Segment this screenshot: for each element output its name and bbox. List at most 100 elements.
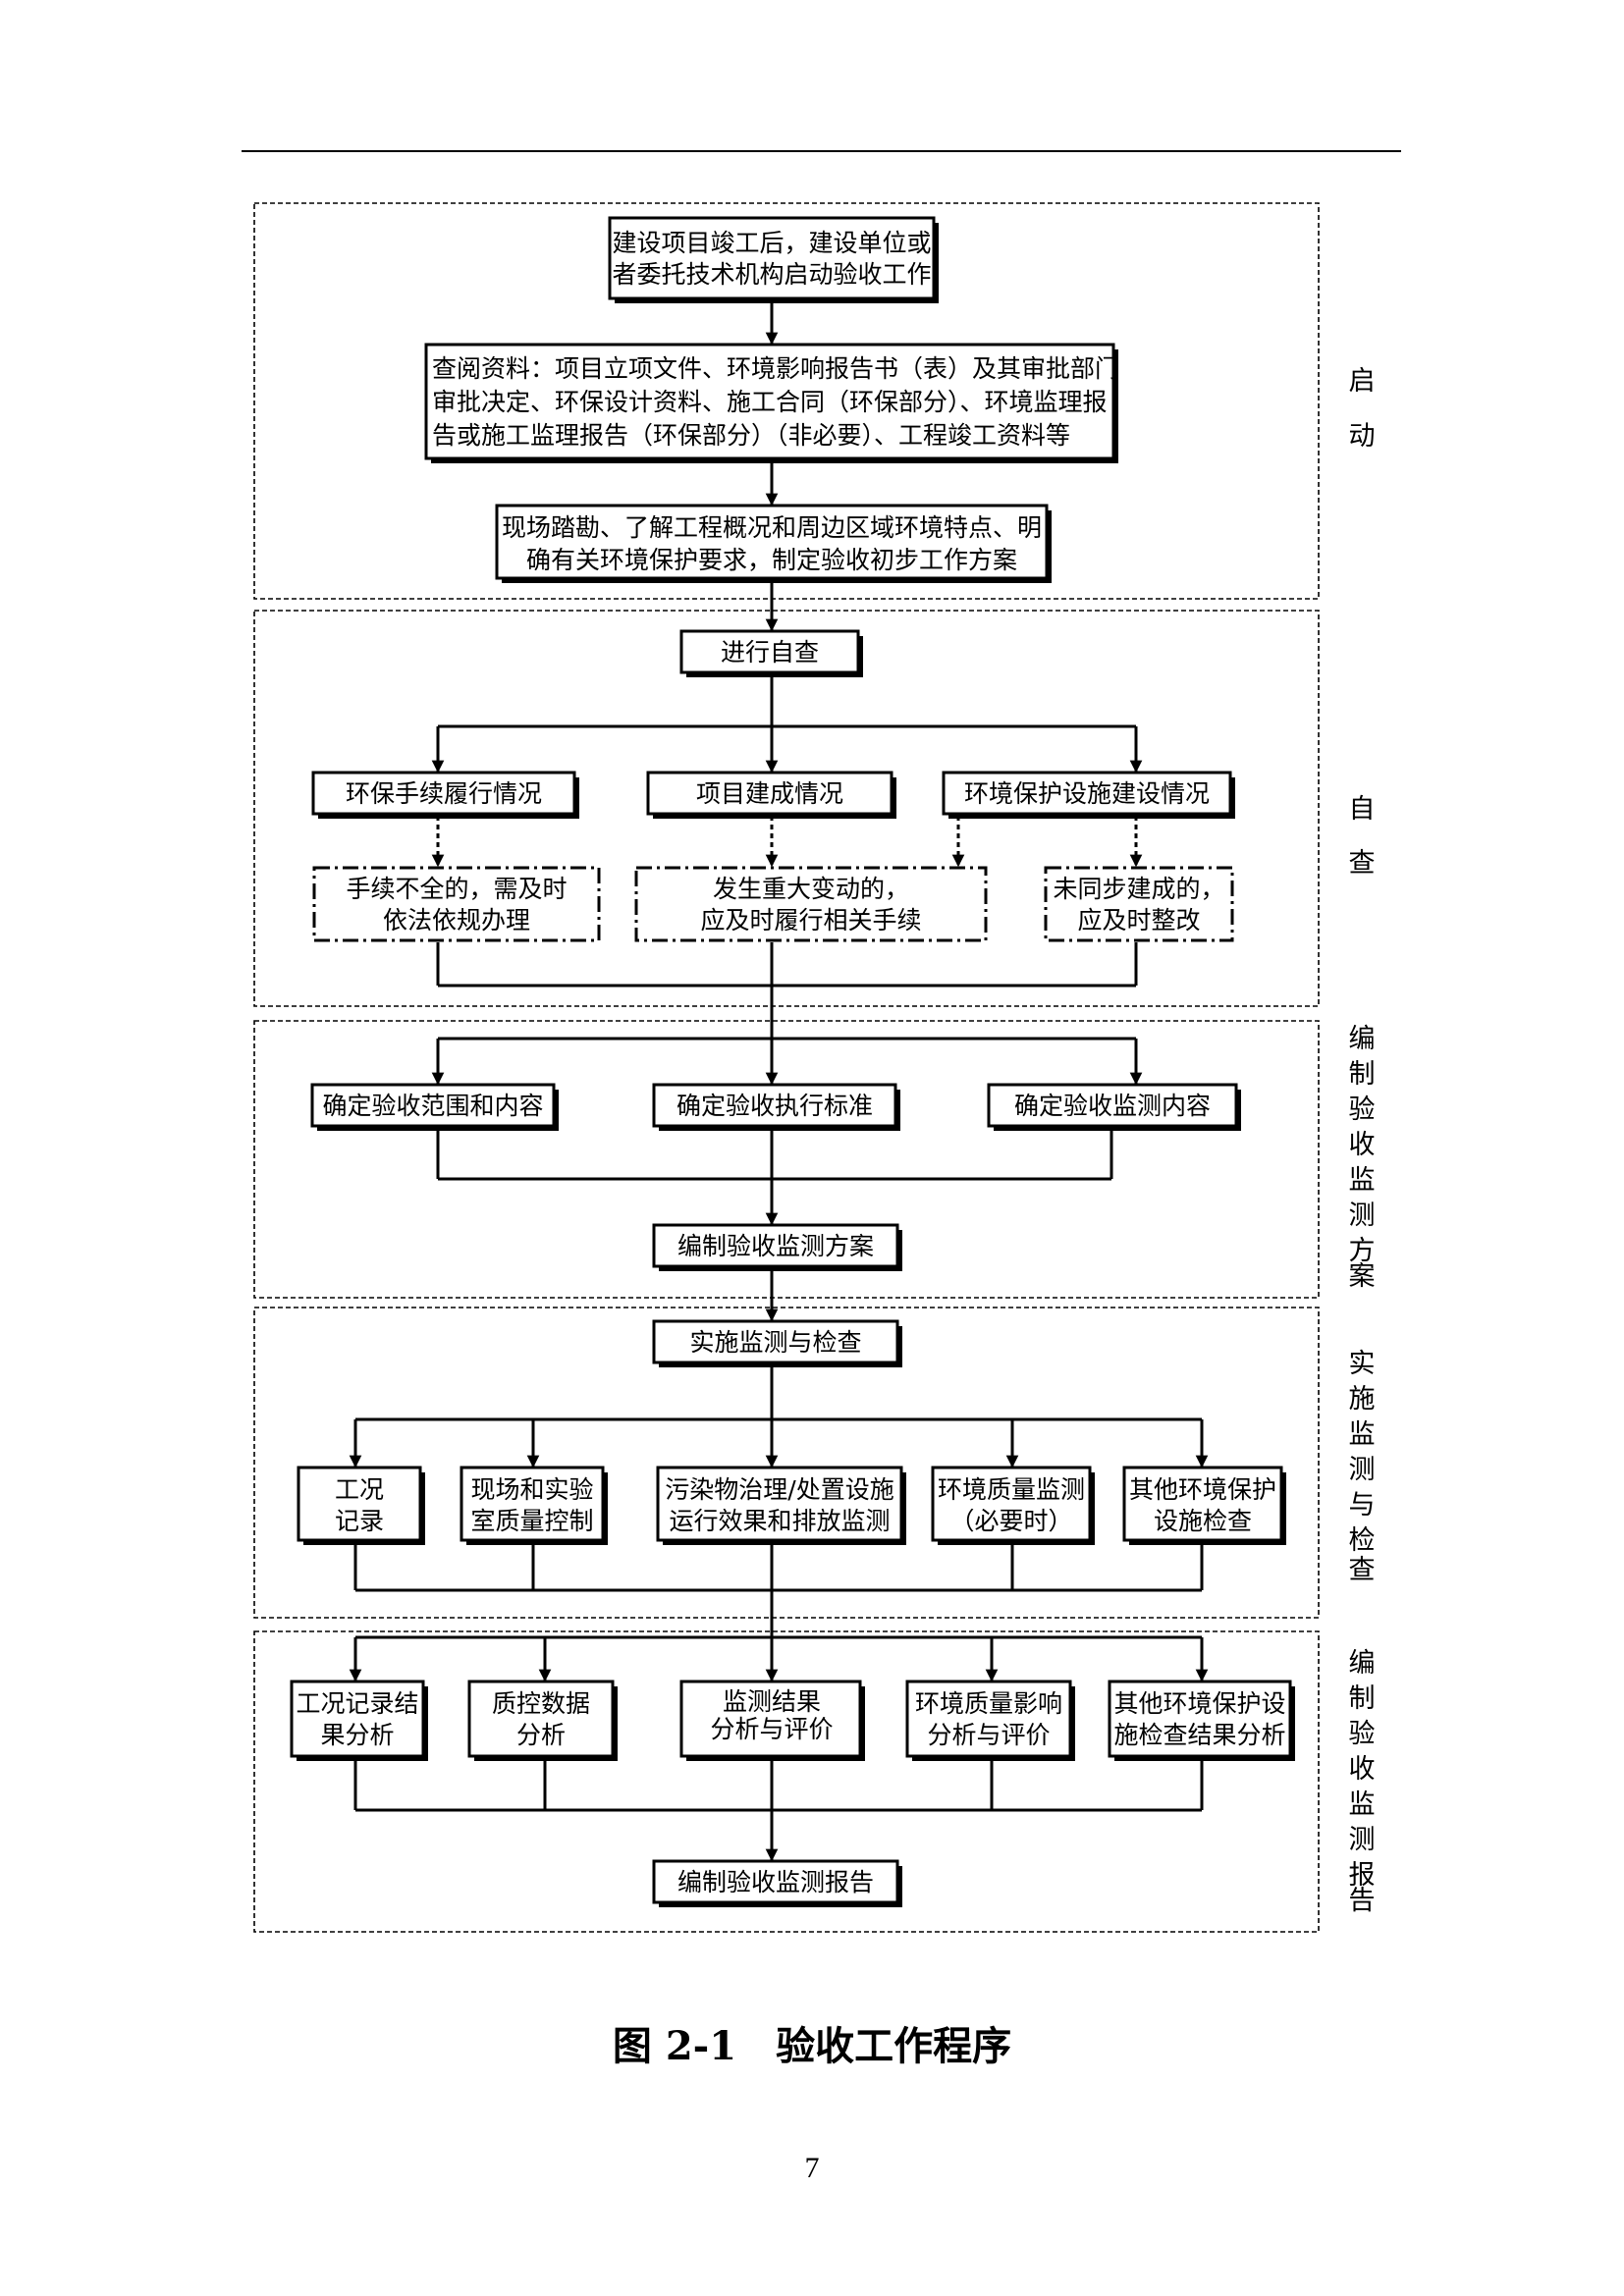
svg-text:现场和实验: 现场和实验 [470, 1475, 593, 1504]
svg-text:现场踏勘、了解工程概况和周边区域环境特点、明: 现场踏勘、了解工程概况和周边区域环境特点、明 [502, 513, 1042, 542]
svg-text:确定验收监测内容: 确定验收监测内容 [1014, 1092, 1211, 1120]
svg-text:记录: 记录 [335, 1507, 384, 1535]
section-label-startup: 启 动 [1349, 366, 1376, 452]
svg-text:查阅资料：项目立项文件、环境影响报告书（表）及其审批部门: 查阅资料：项目立项文件、环境影响报告书（表）及其审批部门 [432, 354, 1119, 383]
section-char: 施 [1349, 1384, 1376, 1415]
section-char: 制 [1349, 1059, 1376, 1090]
svg-text:环保手续履行情况: 环保手续履行情况 [346, 779, 542, 808]
svg-text:工况: 工况 [335, 1475, 384, 1504]
svg-text:应及时整改: 应及时整改 [1077, 906, 1200, 934]
svg-text:确有关环境保护要求，制定验收初步工作方案: 确有关环境保护要求，制定验收初步工作方案 [526, 546, 1017, 574]
node-selfcheck: 进行自查 [679, 629, 863, 677]
svg-text:编制验收监测报告: 编制验收监测报告 [677, 1868, 874, 1896]
section-char: 验 [1349, 1095, 1376, 1125]
node-report-env-impact: 环境质量影响 分析与评价 [905, 1680, 1075, 1761]
svg-text:项目建成情况: 项目建成情况 [696, 779, 843, 808]
section-frame-report [253, 1630, 1320, 1933]
svg-text:环境保护设施建设情况: 环境保护设施建设情况 [964, 779, 1210, 808]
section-char: 检 [1349, 1525, 1376, 1556]
section-char: 动 [1349, 421, 1376, 452]
node-implement: 实施监测与检查 [652, 1319, 902, 1367]
svg-text:运行效果和排放监测: 运行效果和排放监测 [669, 1507, 890, 1535]
node-report-results: 监测结果 分析与评价 [679, 1680, 865, 1761]
section-char: 报 [1349, 1860, 1376, 1891]
svg-text:分析与评价: 分析与评价 [710, 1715, 833, 1743]
section-char: 启 [1349, 366, 1376, 397]
node-check-construction: 项目建成情况 [646, 771, 896, 819]
svg-text:工况记录结: 工况记录结 [296, 1689, 418, 1718]
svg-text:告或施工监理报告（环保部分）（非必要）、工程竣工资料等: 告或施工监理报告（环保部分）（非必要）、工程竣工资料等 [432, 421, 1070, 450]
section-char: 查 [1349, 1555, 1376, 1585]
node-fix-procedures: 手续不全的，需及时 依法依规办理 [312, 866, 601, 942]
section-label-report: 编 制 验 收 监 测 报 告 [1349, 1648, 1376, 1916]
svg-text:发生重大变动的，: 发生重大变动的， [713, 875, 909, 903]
section-char: 制 [1349, 1683, 1376, 1714]
svg-text:分析与评价: 分析与评价 [927, 1721, 1050, 1749]
node-review: 查阅资料：项目立项文件、环境影响报告书（表）及其审批部门 审批决定、环保设计资料… [424, 343, 1119, 463]
svg-text:果分析: 果分析 [320, 1721, 394, 1749]
section-char: 告 [1349, 1886, 1376, 1916]
section-char: 测 [1349, 1201, 1376, 1231]
svg-text:污染物治理/处置设施: 污染物治理/处置设施 [665, 1475, 893, 1504]
node-monitor-conditions: 工况 记录 [297, 1466, 425, 1545]
node-start: 建设项目竣工后，建设单位或 者委托技术机构启动验收工作 [608, 216, 939, 303]
svg-text:依法依规办理: 依法依规办理 [383, 906, 530, 934]
svg-text:（必要时）: （必要时） [949, 1507, 1072, 1535]
svg-text:质控数据: 质控数据 [492, 1689, 590, 1718]
section-char: 案 [1349, 1261, 1376, 1292]
section-char: 与 [1349, 1490, 1376, 1521]
section-char: 收 [1349, 1130, 1376, 1160]
svg-text:审批决定、环保设计资料、施工合同（环保部分）、环境监理报: 审批决定、环保设计资料、施工合同（环保部分）、环境监理报 [432, 388, 1108, 416]
section-char: 监 [1349, 1419, 1376, 1450]
section-char: 验 [1349, 1719, 1376, 1749]
figure-caption: 图 2-1 验收工作程序 [612, 2023, 1012, 2069]
connectors [349, 300, 1209, 1862]
section-frame-implement [253, 1307, 1320, 1619]
svg-text:未同步建成的，: 未同步建成的， [1053, 875, 1224, 903]
section-label-implement: 实 施 监 测 与 检 查 [1349, 1349, 1376, 1585]
svg-text:设施检查: 设施检查 [1154, 1507, 1252, 1535]
page-number: 7 [804, 2152, 820, 2184]
node-report-qc: 质控数据 分析 [467, 1680, 618, 1761]
node-report: 编制验收监测报告 [652, 1859, 902, 1907]
node-report-conditions: 工况记录结 果分析 [290, 1680, 428, 1761]
section-char: 方 [1349, 1236, 1376, 1266]
section-char: 编 [1349, 1648, 1376, 1679]
svg-text:监测结果: 监测结果 [723, 1687, 821, 1716]
svg-text:确定验收范围和内容: 确定验收范围和内容 [322, 1092, 543, 1120]
section-frame-plan [253, 1020, 1320, 1299]
section-char: 收 [1349, 1754, 1376, 1785]
svg-text:环境质量监测: 环境质量监测 [938, 1475, 1085, 1504]
svg-text:施检查结果分析: 施检查结果分析 [1113, 1721, 1285, 1749]
svg-text:其他环境保护: 其他环境保护 [1129, 1475, 1276, 1504]
section-frame-selfcheck [253, 610, 1320, 1007]
svg-text:室质量控制: 室质量控制 [470, 1507, 593, 1535]
section-char: 查 [1349, 848, 1376, 879]
node-check-procedures: 环保手续履行情况 [311, 771, 579, 819]
node-monitor-other-facilities: 其他环境保护 设施检查 [1122, 1466, 1286, 1545]
svg-text:确定验收执行标准: 确定验收执行标准 [677, 1092, 873, 1120]
node-standard: 确定验收执行标准 [652, 1083, 900, 1131]
svg-text:编制验收监测方案: 编制验收监测方案 [677, 1232, 874, 1260]
node-monitor-qc: 现场和实验 室质量控制 [460, 1466, 608, 1545]
node-monitor-env-quality: 环境质量监测 （必要时） [931, 1466, 1095, 1545]
section-char: 监 [1349, 1165, 1376, 1196]
node-plan: 编制验收监测方案 [652, 1223, 902, 1271]
node-check-facilities: 环境保护设施建设情况 [942, 771, 1235, 819]
section-label-plan: 编 制 验 收 监 测 方 案 [1349, 1024, 1376, 1292]
node-scope: 确定验收范围和内容 [310, 1083, 559, 1131]
svg-text:进行自查: 进行自查 [721, 638, 819, 667]
node-content: 确定验收监测内容 [987, 1083, 1241, 1131]
node-report-other-facilities: 其他环境保护设 施检查结果分析 [1108, 1680, 1295, 1761]
section-char: 实 [1349, 1349, 1376, 1379]
section-char: 测 [1349, 1825, 1376, 1855]
section-frame-startup [253, 202, 1320, 600]
svg-text:实施监测与检查: 实施监测与检查 [689, 1328, 861, 1357]
svg-text:者委托技术机构启动验收工作: 者委托技术机构启动验收工作 [612, 260, 931, 289]
section-char: 测 [1349, 1455, 1376, 1485]
node-fix-facilities: 未同步建成的， 应及时整改 [1044, 866, 1234, 942]
node-fix-changes: 发生重大变动的， 应及时履行相关手续 [634, 866, 988, 942]
section-char: 编 [1349, 1024, 1376, 1054]
node-monitor-emissions: 污染物治理/处置设施 运行效果和排放监测 [656, 1466, 906, 1545]
